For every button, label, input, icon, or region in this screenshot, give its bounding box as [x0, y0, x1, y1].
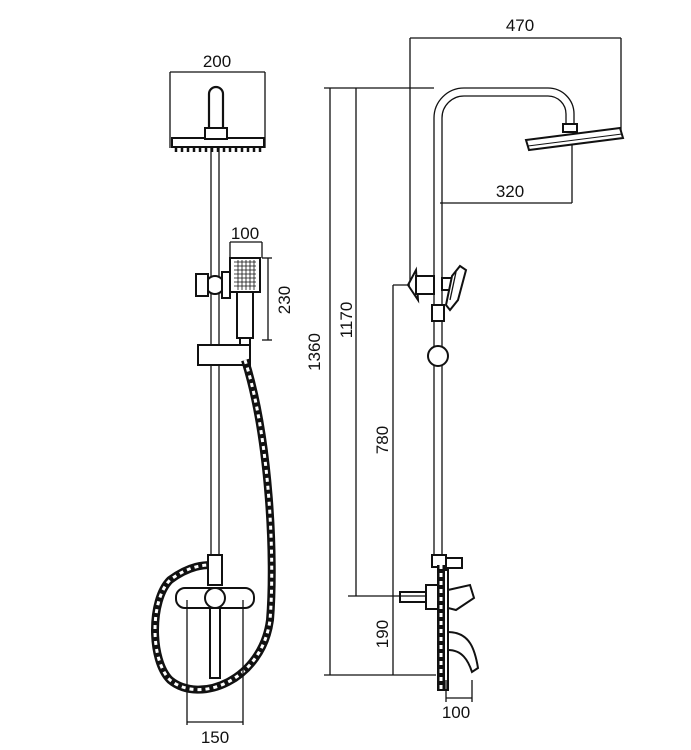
front-shower-head — [171, 85, 265, 152]
front-head-width-label: 200 — [203, 52, 231, 71]
side-total-reach-label: 470 — [506, 16, 534, 35]
handshower-width-label: 100 — [231, 224, 259, 243]
front-mixer — [175, 554, 255, 679]
side-arm-reach-label: 320 — [496, 182, 524, 201]
mixer-width-label: 150 — [201, 728, 229, 747]
front-handshower: 100 230 — [195, 224, 294, 357]
head-height-label: 1170 — [337, 302, 356, 339]
front-hose — [151, 358, 276, 694]
front-slide-bracket — [197, 344, 251, 366]
side-shower-head — [524, 126, 625, 152]
side-riser-and-arm — [433, 87, 578, 560]
total-height-label: 1360 — [305, 333, 324, 371]
side-mixer — [399, 554, 480, 691]
handshower-height-label: 230 — [275, 286, 294, 314]
mixer-height-label: 190 — [373, 620, 392, 648]
spout-length-label: 100 — [442, 703, 470, 722]
side-view: 470 320 — [305, 16, 625, 722]
holder-height-label: 780 — [373, 426, 392, 454]
side-handshower — [406, 264, 468, 367]
front-view: 200 100 230 — [151, 52, 294, 747]
